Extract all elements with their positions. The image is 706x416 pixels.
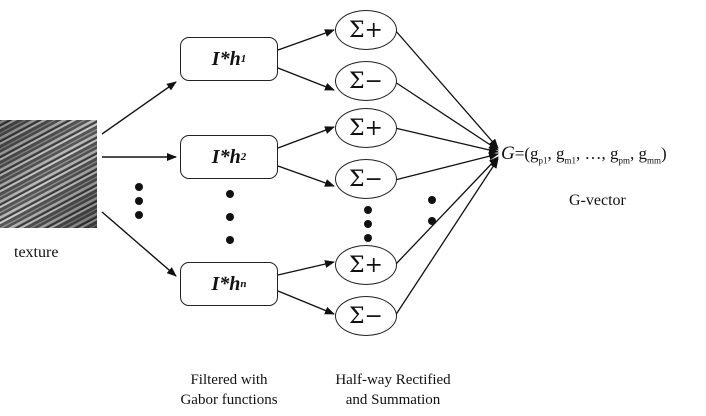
caption-line: Filtered with: [190, 372, 268, 388]
arrow-texture-filter-1: [101, 81, 177, 135]
ellipsis-dot: [364, 206, 372, 214]
sum-node-2: Σ−: [335, 61, 397, 101]
arrow-filter-n-sum-6: [277, 290, 335, 315]
caption-line: Gabor functions: [180, 392, 278, 408]
filter-op: I*h: [211, 47, 241, 70]
ellipsis-dot: [226, 190, 234, 198]
ellipsis-dot: [428, 196, 436, 204]
caption-rectified: Half-way Rectified and Summation: [318, 370, 468, 410]
g-vector-formula: G=(gp1, gm1, …, gpm, gmm): [501, 143, 667, 166]
arrow-filter-2-sum-3: [277, 126, 335, 149]
caption-line: and Summation: [345, 392, 441, 408]
ellipsis-dot: [135, 197, 143, 205]
ellipsis-dot: [135, 211, 143, 219]
arrow-filter-n-sum-5: [277, 260, 335, 276]
ellipsis-dot: [226, 213, 234, 221]
g-vector-caption: G-vector: [569, 192, 626, 209]
texture-label: texture: [14, 244, 59, 261]
ellipsis-dot: [135, 183, 143, 191]
filter-sub: 1: [240, 53, 247, 65]
caption-filtered: Filtered with Gabor functions: [160, 370, 298, 410]
caption-line: Half-way Rectified: [335, 372, 451, 388]
sum-node-1: Σ+: [335, 10, 397, 50]
sum-node-5: Σ+: [335, 245, 397, 285]
sum-node-4: Σ−: [335, 159, 397, 199]
arrow-filter-1-sum-2: [277, 67, 335, 91]
arrow-sum-6-g: [394, 158, 499, 317]
ellipsis-dot: [364, 220, 372, 228]
sum-node-6: Σ−: [335, 296, 397, 336]
arrow-texture-filter-n: [101, 211, 177, 277]
ellipsis-dot: [364, 234, 372, 242]
sum-node-3: Σ+: [335, 108, 397, 148]
ellipsis-dot: [226, 236, 234, 244]
texture-image: [0, 120, 97, 228]
arrow-sum-5-g: [394, 156, 499, 266]
g-symbol: G: [501, 143, 515, 164]
ellipsis-dot: [428, 217, 436, 225]
arrow-filter-2-sum-4: [277, 165, 335, 187]
arrow-sum-4-g: [394, 152, 499, 181]
filter-op: I*h: [211, 145, 241, 168]
arrow-sum-3-g: [394, 127, 499, 154]
filter-sub: n: [240, 278, 247, 290]
arrow-sum-2-g: [394, 81, 499, 151]
arrow-filter-1-sum-1: [277, 29, 335, 51]
filter-sub: 2: [240, 151, 247, 163]
filter-op: I*h: [211, 272, 241, 295]
arrow-sum-1-g: [394, 29, 499, 149]
